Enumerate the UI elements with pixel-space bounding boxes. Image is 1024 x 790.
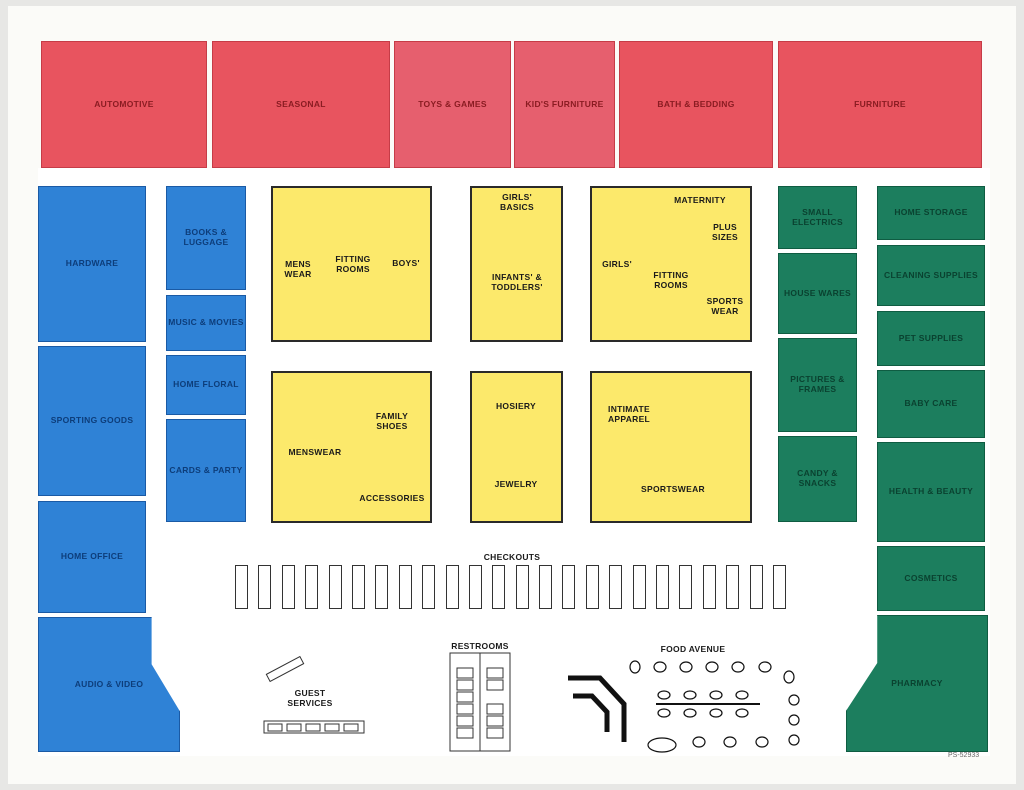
dept-toys-games[interactable]: TOYS & GAMES: [394, 41, 511, 168]
dept-cards-party[interactable]: CARDS & PARTY: [166, 419, 246, 522]
dept-pictures-frames[interactable]: PICTURES & FRAMES: [778, 338, 857, 432]
food-avenue-label: FOOD AVENUE: [660, 644, 726, 654]
dept-sporting-goods[interactable]: SPORTING GOODS: [38, 346, 146, 496]
checkout-lane[interactable]: [258, 565, 272, 609]
checkout-lane[interactable]: [235, 565, 248, 609]
dept-home-office[interactable]: HOME OFFICE: [38, 501, 146, 613]
block-maternity-girls: [590, 186, 752, 342]
checkout-lane[interactable]: [375, 565, 389, 609]
checkout-lane[interactable]: [328, 565, 342, 609]
checkout-lane[interactable]: [468, 565, 482, 609]
checkout-lane[interactable]: [351, 565, 365, 609]
dept-small-electrics[interactable]: SMALL ELECTRICS: [778, 186, 857, 249]
dept-furniture[interactable]: FURNITURE: [778, 41, 982, 168]
dept-hardware[interactable]: HARDWARE: [38, 186, 146, 342]
dept-accessories[interactable]: ACCESSORIES: [359, 493, 425, 503]
dept-books-luggage[interactable]: BOOKS & LUGGAGE: [166, 186, 246, 290]
map-code: PS-52933: [948, 752, 980, 759]
checkout-lane[interactable]: [562, 565, 576, 609]
dept-menswear[interactable]: MENSWEAR: [288, 447, 342, 457]
dept-maternity[interactable]: MATERNITY: [674, 195, 726, 205]
checkout-lane[interactable]: [422, 565, 436, 609]
checkout-lane[interactable]: [492, 565, 506, 609]
block-menswear-shoes: [271, 371, 432, 523]
dept-plus-sizes[interactable]: PLUS SIZES: [711, 222, 739, 243]
dept-sports-wear[interactable]: SPORTS WEAR: [706, 296, 744, 317]
checkout-lane[interactable]: [656, 565, 670, 609]
checkout-lane[interactable]: [749, 565, 763, 609]
dept-home-floral[interactable]: HOME FLORAL: [166, 355, 246, 415]
restrooms-label: RESTROOMS: [451, 641, 509, 651]
checkout-lane[interactable]: [539, 565, 553, 609]
block-hosiery-jewelry: [470, 371, 563, 523]
dept-infants-toddlers[interactable]: INFANTS' & TODDLERS': [491, 272, 543, 293]
dept-baby-care[interactable]: BABY CARE: [877, 370, 985, 438]
checkout-lane[interactable]: [445, 565, 459, 609]
checkout-lane[interactable]: [515, 565, 529, 609]
block-intimate-sportswear: [590, 371, 752, 523]
dept-girls[interactable]: GIRLS': [602, 259, 632, 269]
food-court-seating: [629, 660, 800, 753]
dept-girls-basics[interactable]: GIRLS' BASICS: [500, 192, 534, 213]
dept-bath-bedding[interactable]: BATH & BEDDING: [619, 41, 773, 168]
dept-sportswear[interactable]: SPORTSWEAR: [641, 484, 705, 494]
dept-mens-wear[interactable]: MENS WEAR: [284, 259, 312, 280]
checkout-lane[interactable]: [726, 565, 740, 609]
food-court-counters[interactable]: [568, 675, 627, 742]
dept-cleaning-supplies[interactable]: CLEANING SUPPLIES: [877, 245, 985, 306]
dept-cosmetics[interactable]: COSMETICS: [877, 546, 985, 611]
checkout-lane[interactable]: [398, 565, 412, 609]
dept-jewelry[interactable]: JEWELRY: [494, 479, 538, 489]
checkout-lane[interactable]: [305, 565, 319, 609]
dept-family-shoes[interactable]: FAMILY SHOES: [375, 411, 409, 432]
checkout-lane[interactable]: [773, 565, 786, 609]
dept-hosiery[interactable]: HOSIERY: [495, 401, 537, 411]
checkout-lane[interactable]: [702, 565, 716, 609]
dept-automotive[interactable]: AUTOMOTIVE: [41, 41, 207, 168]
checkout-lane[interactable]: [679, 565, 693, 609]
block-girls-infants: [470, 186, 563, 342]
dept-health-beauty[interactable]: HEALTH & BEAUTY: [877, 442, 985, 542]
guest-services-desk[interactable]: [265, 655, 305, 683]
checkout-lane[interactable]: [609, 565, 623, 609]
guest-services-counter[interactable]: [263, 720, 365, 734]
checkout-lane[interactable]: [281, 565, 295, 609]
dept-seasonal[interactable]: SEASONAL: [212, 41, 390, 168]
dept-home-storage[interactable]: HOME STORAGE: [877, 186, 985, 240]
dept-boys[interactable]: BOYS': [392, 258, 420, 268]
dept-candy-snacks[interactable]: CANDY & SNACKS: [778, 436, 857, 522]
dept-pet-supplies[interactable]: PET SUPPLIES: [877, 311, 985, 366]
guest-services-label[interactable]: GUEST SERVICES: [287, 688, 333, 709]
checkout-lane[interactable]: [585, 565, 599, 609]
dept-house-wares[interactable]: HOUSE WARES: [778, 253, 857, 334]
fitting-rooms-left[interactable]: FITTING ROOMS: [335, 254, 371, 275]
checkouts-label: CHECKOUTS: [483, 552, 541, 562]
restroom-stalls[interactable]: [449, 652, 511, 752]
dept-kids-furniture[interactable]: KID'S FURNITURE: [514, 41, 615, 168]
checkout-lane[interactable]: [632, 565, 646, 609]
fitting-rooms-right[interactable]: FITTING ROOMS: [653, 270, 689, 291]
dept-intimate-apparel[interactable]: INTIMATE APPAREL: [607, 404, 651, 425]
dept-music-movies[interactable]: MUSIC & MOVIES: [166, 295, 246, 351]
block-mens-boys: [271, 186, 432, 342]
